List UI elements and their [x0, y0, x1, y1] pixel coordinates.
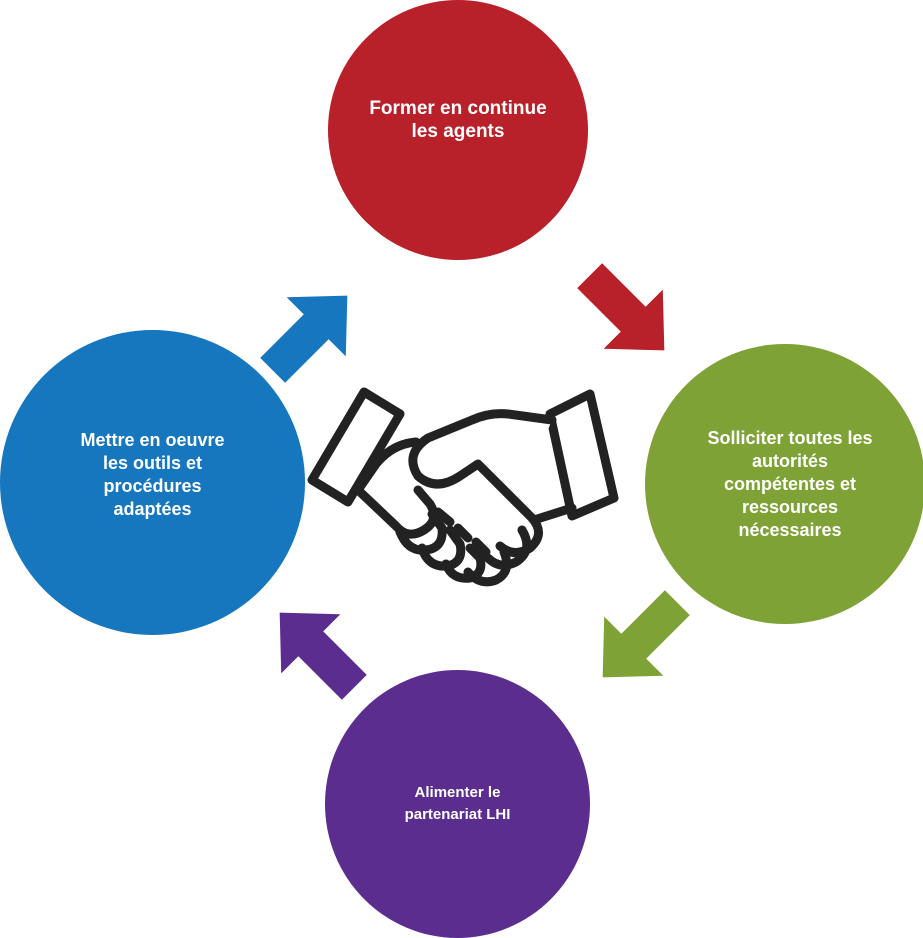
handshake-icon	[307, 387, 619, 587]
arrow-left-to-top-icon	[260, 295, 348, 383]
node-solliciter-autorites-label: Solliciter toutes les autorités compéten…	[707, 427, 873, 540]
node-alimenter-partenariat: Alimenter le partenariat LHI	[325, 670, 590, 938]
arrow-top-to-right-icon	[577, 263, 665, 351]
node-alimenter-partenariat-label: Alimenter le partenariat LHI	[404, 784, 511, 823]
node-former-agents-label: Former en continue les agents	[369, 98, 547, 142]
node-mettre-en-oeuvre-label: Mettre en oeuvre les outils et procédure…	[80, 429, 225, 519]
arrow-bottom-to-left-icon	[279, 612, 367, 700]
arrow-right-to-bottom-icon	[602, 590, 690, 678]
node-former-agents: Former en continue les agents	[328, 0, 588, 260]
node-solliciter-autorites: Solliciter toutes les autorités compéten…	[645, 344, 923, 624]
node-mettre-en-oeuvre: Mettre en oeuvre les outils et procédure…	[0, 330, 305, 635]
